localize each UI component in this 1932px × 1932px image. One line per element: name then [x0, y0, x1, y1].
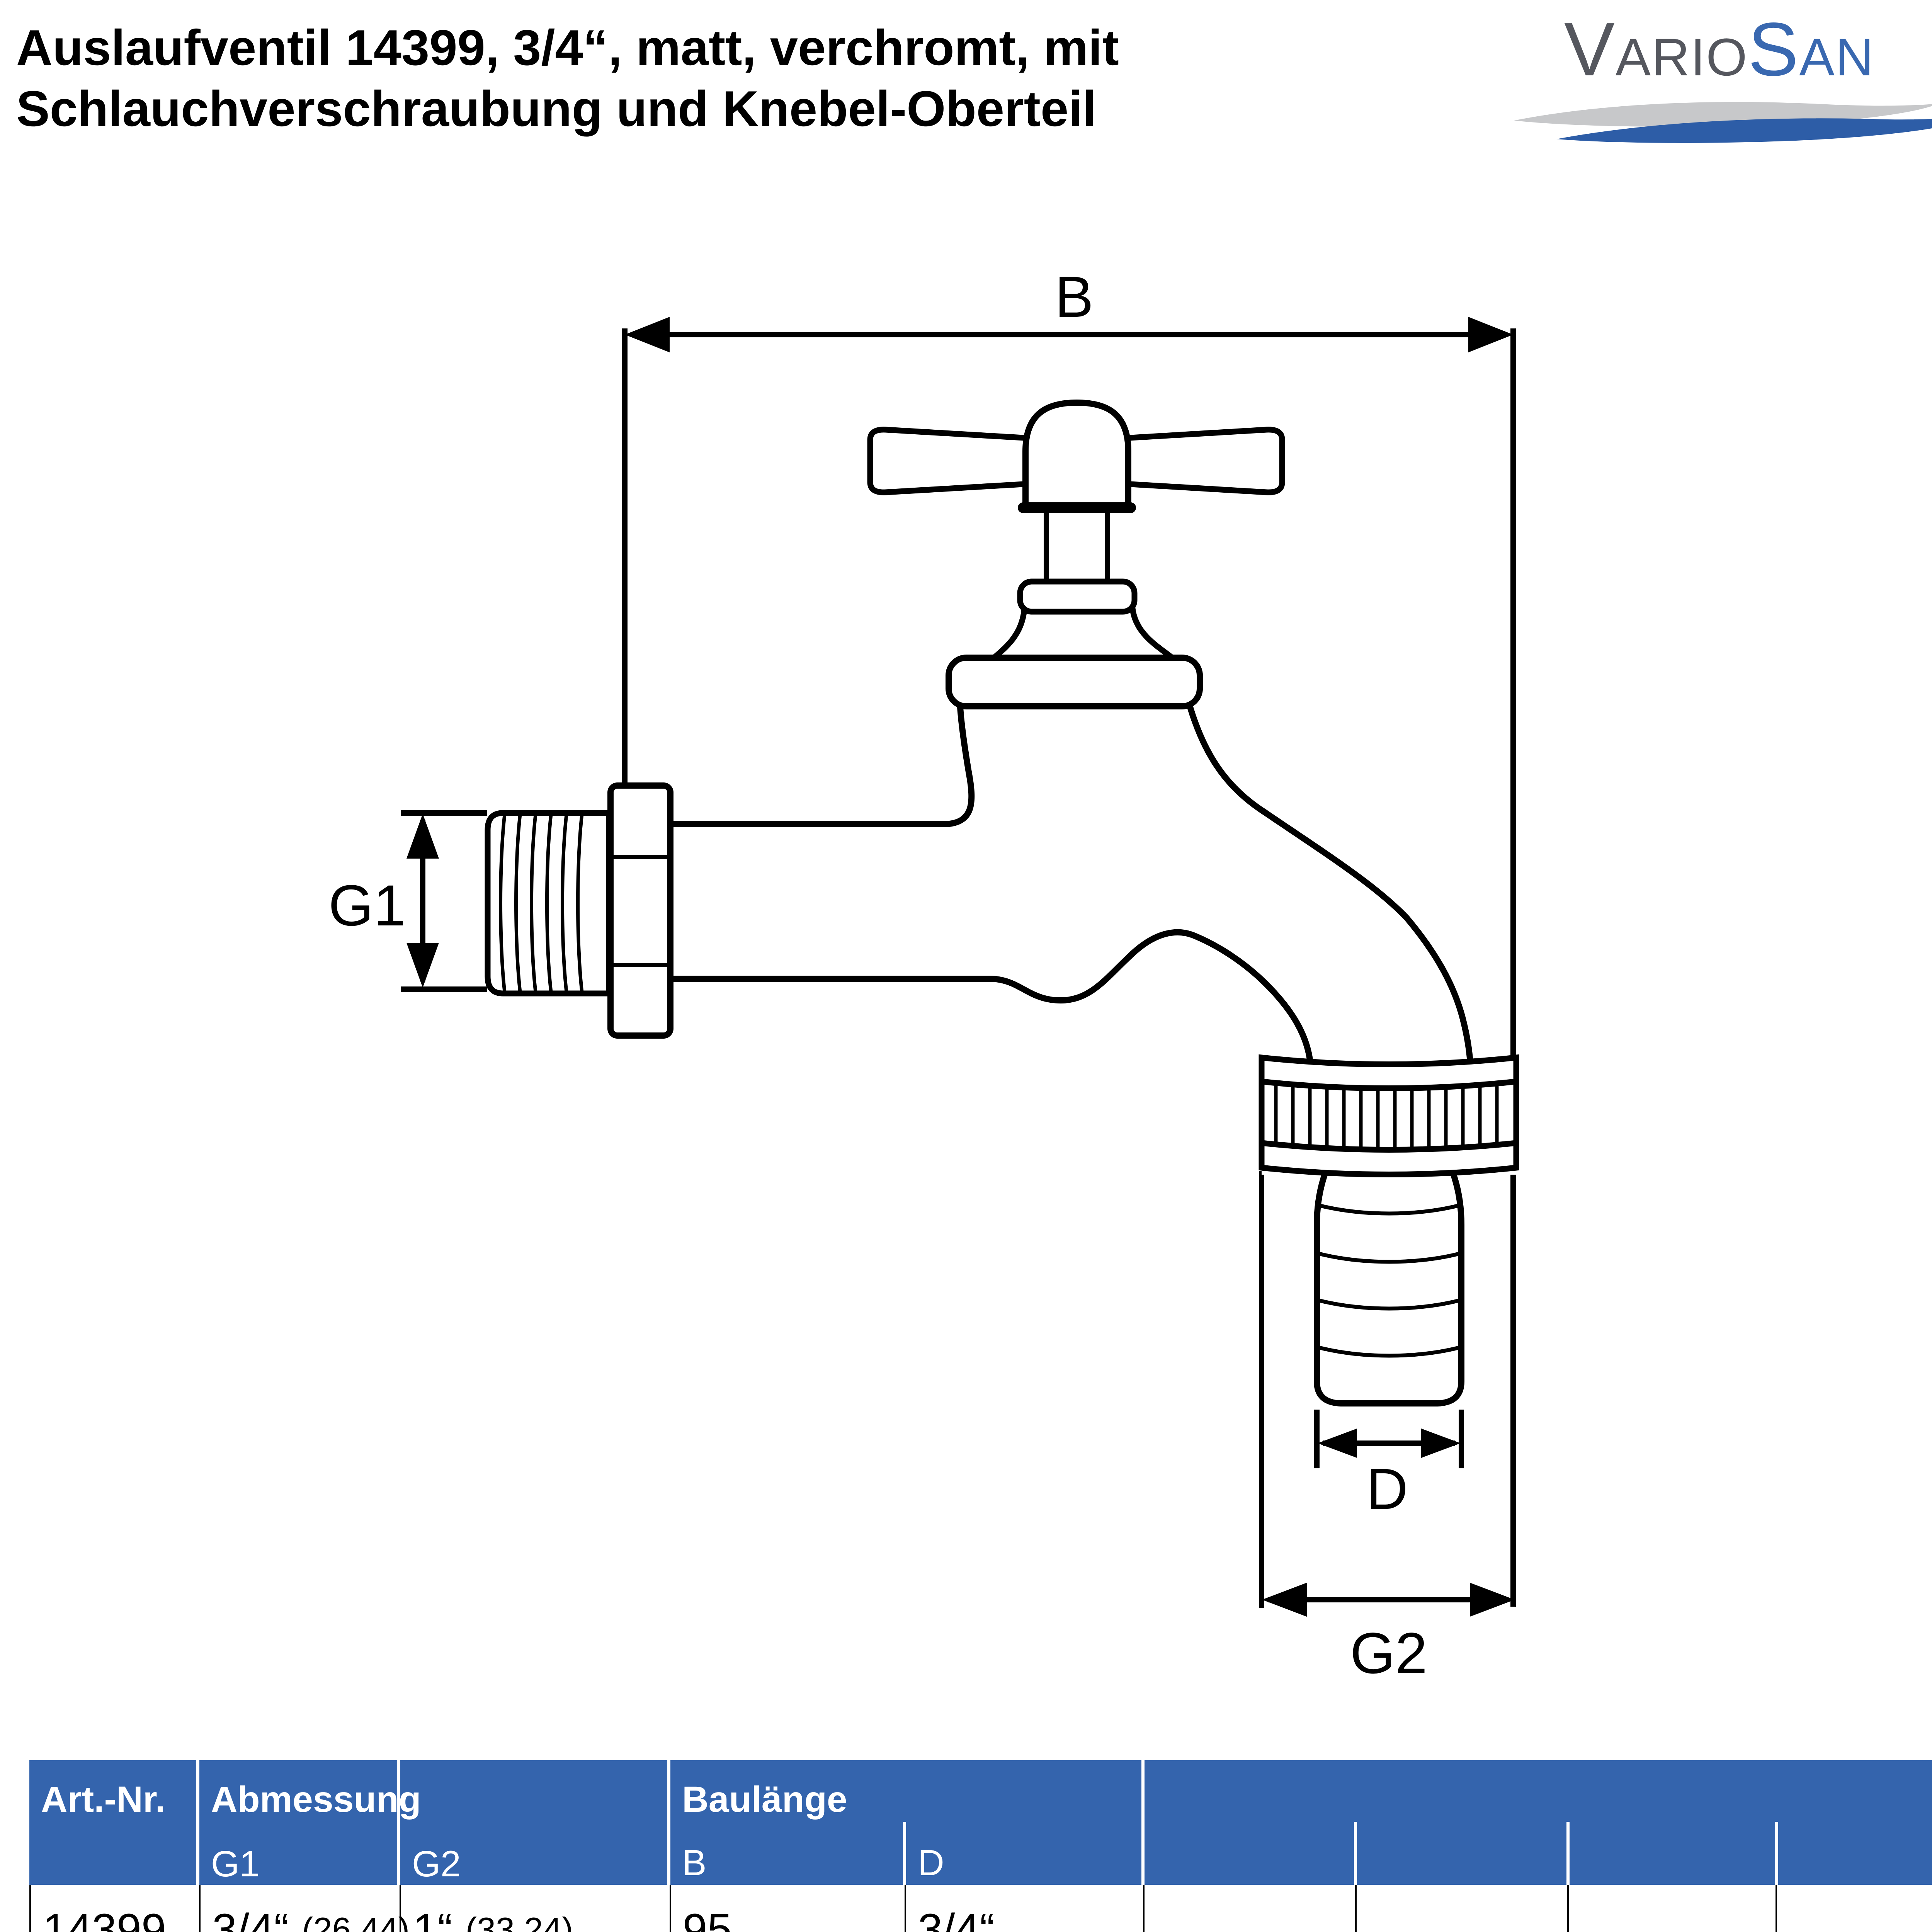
title-line-2: Schlauchverschraubung und Knebel-Obertei…: [16, 80, 1097, 137]
column-subheader-empty-1: [1145, 1822, 1357, 1885]
column-subheader-empty-3: [1570, 1822, 1778, 1885]
cell-empty-2: [1357, 1885, 1569, 1932]
spec-table-header: Art.-Nr. Abmessung G1 G2 Baulänge B D: [29, 1760, 1932, 1885]
column-header-empty-3: [1357, 1760, 1570, 1822]
column-header-empty-1: [906, 1760, 1145, 1822]
brand-name-vario: Vario: [1564, 7, 1748, 92]
brand-name: VarioSan: [1564, 11, 1932, 88]
column-header-g2: G2: [400, 1760, 671, 1885]
column-subheader-empty-4: [1778, 1822, 1932, 1885]
faucet-body-outline: [667, 704, 1474, 1073]
knurled-nut: [1259, 1054, 1519, 1177]
page-title: Auslaufventil 14399, 3/4“, matt, verchro…: [16, 17, 1119, 139]
handle-arm-left: [867, 427, 1046, 495]
hose-barb: [1314, 1170, 1464, 1406]
column-header-empty-4: [1570, 1760, 1778, 1822]
dimension-lines: [401, 317, 1516, 1617]
column-header-art-nr: Art.-Nr.: [29, 1760, 199, 1885]
brand-logo: VarioSan: [1514, 11, 1932, 143]
column-header-baulaenge: Baulänge: [682, 1779, 847, 1820]
spec-table: Art.-Nr. Abmessung G1 G2 Baulänge B D: [29, 1760, 1932, 1932]
cell-art-nr: 14399: [31, 1885, 201, 1932]
column-subheader-b: B: [670, 1822, 906, 1885]
column-header-abmessung: Abmessung G1: [199, 1760, 421, 1885]
column-subheader-empty-2: [1357, 1822, 1570, 1885]
valve-top: [867, 399, 1285, 709]
hex-nut: [607, 782, 673, 1039]
dimension-label-g1: G1: [328, 873, 406, 938]
brand-swoosh-icon: [1514, 102, 1932, 143]
inlet-thread: [485, 810, 612, 997]
bonnet-collar: [946, 655, 1203, 709]
table-row: 14399 3/4“ (26,44) 1“ (33,24) 95 3/4“: [29, 1885, 1932, 1932]
cell-b: 95: [671, 1885, 906, 1932]
column-header-empty-5: [1778, 1760, 1932, 1822]
title-line-1: Auslaufventil 14399, 3/4“, matt, verchro…: [16, 19, 1119, 76]
cell-g2: 1“ (33,24): [401, 1885, 671, 1932]
cell-g1: 3/4“ (26,44): [201, 1885, 410, 1932]
handle-arm-right: [1108, 427, 1285, 495]
column-subheader-g1: G1: [211, 1844, 260, 1884]
column-subheader-d: D: [906, 1822, 1145, 1885]
column-header-empty-2: [1145, 1760, 1357, 1822]
column-subheader-g2: G2: [412, 1844, 461, 1884]
cell-empty-3: [1569, 1885, 1777, 1932]
handle-dome: [1022, 399, 1131, 512]
dimension-label-b: B: [1055, 264, 1094, 329]
brand-name-san: San: [1748, 7, 1874, 92]
cell-empty-1: [1145, 1885, 1357, 1932]
cell-empty-4: [1777, 1885, 1932, 1932]
dimension-label-d: D: [1366, 1456, 1408, 1521]
dimension-label-g2: G2: [1350, 1621, 1427, 1685]
cell-d: 3/4“: [906, 1885, 1145, 1932]
